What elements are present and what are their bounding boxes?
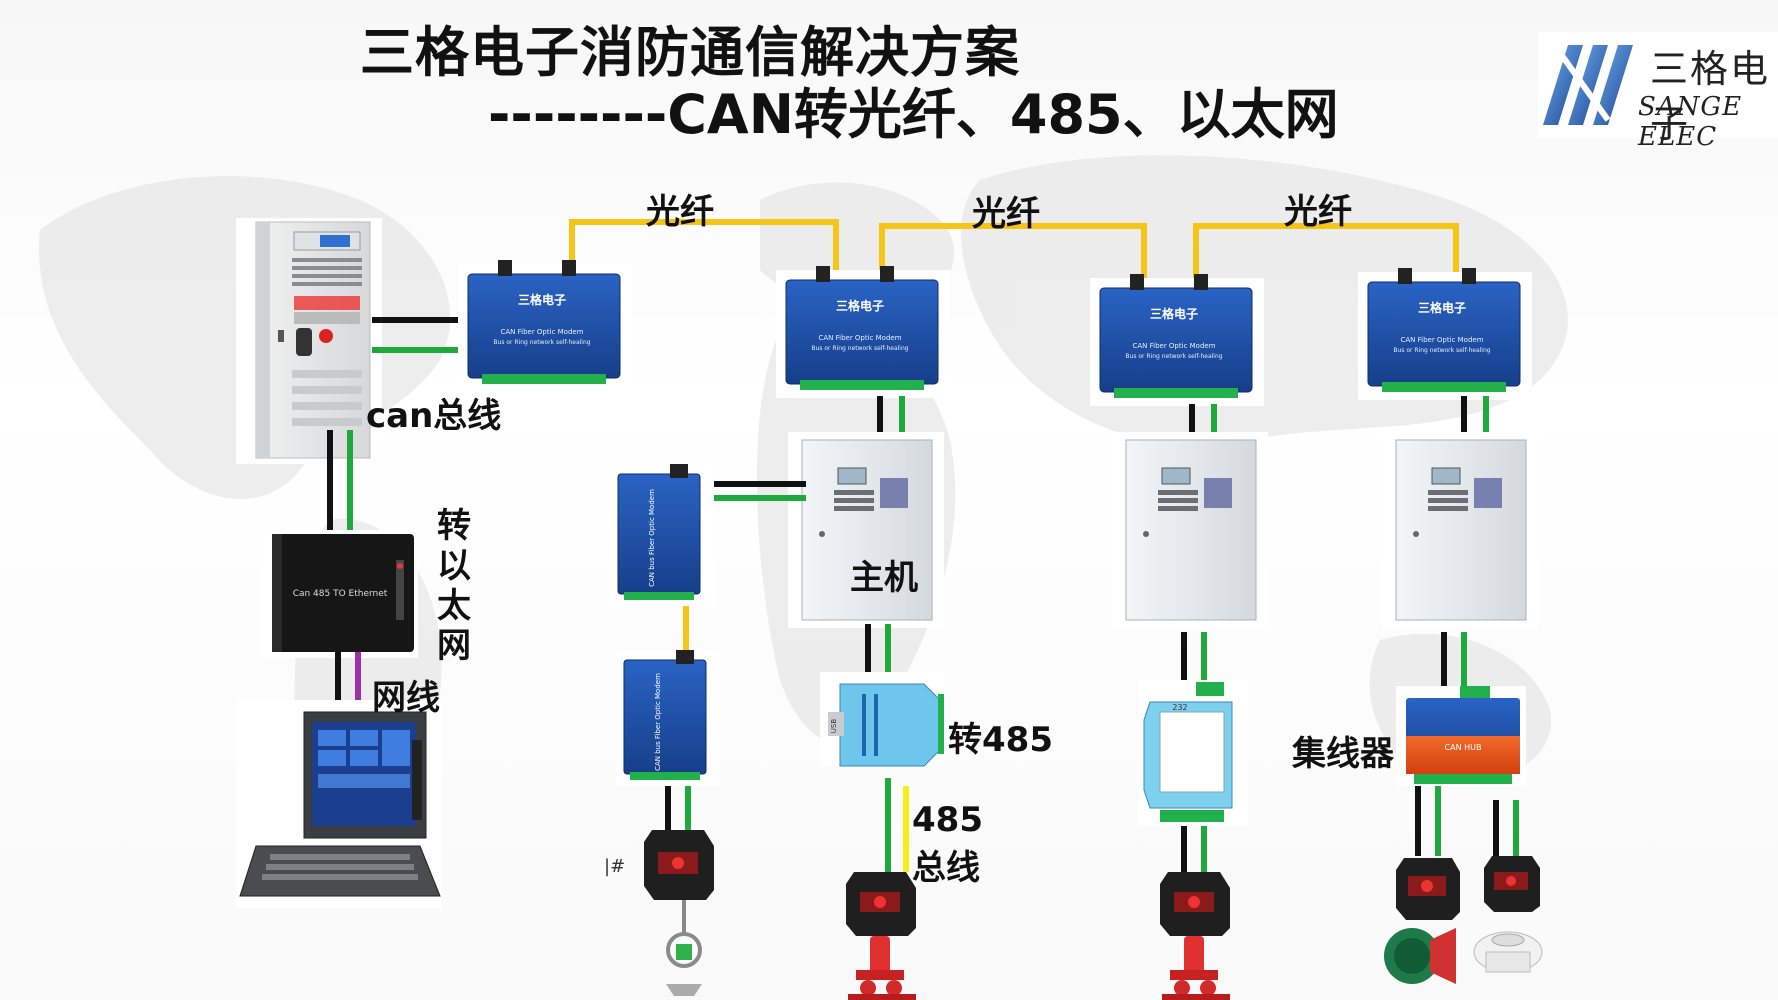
hub-label: 集线器: [1292, 734, 1394, 774]
fiber-label-2: 光纤: [972, 194, 1040, 234]
can-fiber-modem-4: 三格电子 CAN Fiber Optic Modem Bus or Ring n…: [1358, 268, 1532, 400]
can-fiber-modem-1: 三格电子 CAN Fiber Optic Modem Bus or Ring n…: [458, 260, 632, 392]
to-ethernet-label: 转 以 太 网: [434, 506, 474, 666]
pump-mark-label: |#: [604, 856, 626, 877]
can-bus-label: can总线: [366, 396, 502, 436]
fiber-label-3: 光纤: [1284, 192, 1352, 232]
small-fiber-modems: CAN bus Fiber Optic Modem CAN bus Fiber …: [610, 462, 720, 786]
logo-chinese-text: 三格电子: [1650, 47, 1771, 146]
modem-2-title: CAN Fiber Optic Modem: [818, 334, 901, 342]
can-fiber-modem-2: 三格电子 CAN Fiber Optic Modem Bus or Ring n…: [776, 266, 950, 398]
modem-3-title: CAN Fiber Optic Modem: [1132, 342, 1215, 350]
can-hub: CAN HUB: [1396, 686, 1526, 786]
to-ethernet-char-4: 网: [437, 626, 471, 666]
host-label: 主机: [850, 558, 918, 598]
pump-icon-1: [848, 936, 916, 1000]
field-modules: [644, 830, 1540, 936]
can-fiber-modem-3: 三格电子 CAN Fiber Optic Modem Bus or Ring n…: [1090, 274, 1264, 406]
fiber-link-1: [569, 219, 839, 274]
usb-label: USB: [830, 719, 838, 734]
sange-logo: 三格电子 SANGE ELEC: [1538, 32, 1778, 152]
modem-2-brand: 三格电子: [836, 298, 884, 313]
to-ethernet-char-3: 太: [437, 586, 471, 626]
field-module-1: [644, 830, 714, 900]
small-modem-1-label: CAN bus Fiber Optic Modem: [648, 489, 656, 587]
fire-panel-1: [788, 432, 944, 628]
hub-title: CAN HUB: [1445, 743, 1482, 752]
field-module-4: [1396, 858, 1460, 920]
smoke-detector-icon: [1473, 931, 1543, 973]
pump-icon-2: [1162, 936, 1230, 1000]
slide-title: 三格电子消防通信解决方案: [360, 21, 1020, 84]
usb-485-converter: USB: [820, 672, 944, 767]
can-fiber-modems: 三格电子 CAN Fiber Optic Modem Bus or Ring n…: [458, 260, 1532, 406]
bus-485-label-line2: 总线: [912, 848, 980, 888]
field-module-3: [1160, 872, 1230, 936]
fiber-link-3: [1193, 223, 1459, 282]
logo-english-text: SANGE ELEC: [1638, 92, 1743, 152]
to-ethernet-char-1: 转: [437, 506, 471, 546]
bus-485-label-line1: 485: [912, 800, 983, 840]
to-ethernet-char-2: 以: [437, 546, 471, 586]
slide-subtitle: --------CAN转光纤、485、以太网: [488, 83, 1339, 146]
modem-1-title: CAN Fiber Optic Modem: [500, 328, 583, 336]
modem-3-sub: Bus or Ring network self-healing: [1125, 353, 1222, 360]
modem-1-brand: 三格电子: [518, 292, 566, 307]
field-module-5: [1484, 856, 1540, 912]
fire-panel-3: [1382, 432, 1538, 628]
network-cable-label: 网线: [372, 678, 440, 718]
rs232-label: 232: [1172, 703, 1187, 712]
fiber-links: [569, 219, 1459, 650]
rugged-laptop: [236, 700, 442, 908]
field-module-2: [846, 872, 916, 936]
to-485-label: 转485: [948, 720, 1053, 760]
small-fiber-modem-1: CAN bus Fiber Optic Modem: [610, 462, 714, 606]
modem-4-brand: 三格电子: [1418, 300, 1466, 315]
fire-alarm-cabinet: [236, 218, 382, 464]
modem-1-sub: Bus or Ring network self-healing: [493, 339, 590, 346]
logo-mark-icon: [1543, 45, 1633, 125]
fire-alarm-panels: [788, 432, 1538, 628]
rs232-module: 232: [1138, 680, 1248, 826]
eth-converter-label: Can 485 TO Ethernet: [293, 589, 388, 599]
fire-panel-2: [1112, 432, 1268, 628]
modem-4-title: CAN Fiber Optic Modem: [1400, 336, 1483, 344]
modem-2-sub: Bus or Ring network self-healing: [811, 345, 908, 352]
can-485-ethernet-converter: Can 485 TO Ethernet: [260, 530, 418, 658]
small-fiber-modem-2: CAN bus Fiber Optic Modem: [616, 650, 720, 786]
small-modem-2-label: CAN bus Fiber Optic Modem: [654, 673, 662, 771]
fiber-label-1: 光纤: [646, 192, 714, 232]
modem-4-sub: Bus or Ring network self-healing: [1393, 347, 1490, 354]
sprinkler-head-icon: [666, 900, 702, 996]
fiber-link-2: [879, 223, 1147, 282]
modem-3-brand: 三格电子: [1150, 306, 1198, 321]
siren-icon: [1384, 928, 1456, 984]
